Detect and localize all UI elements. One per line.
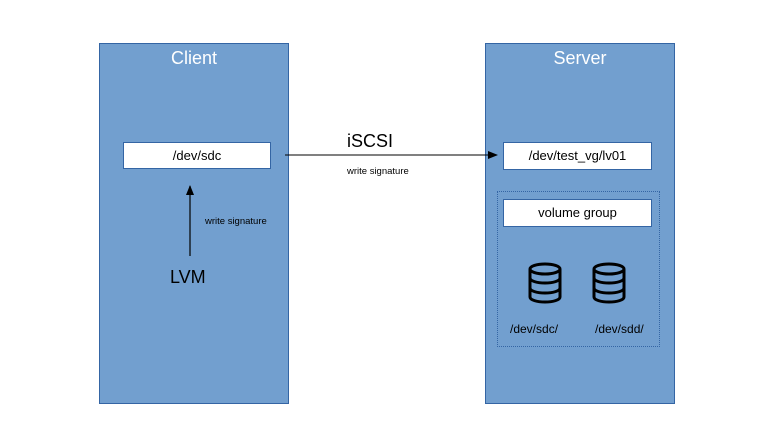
volume-group-label: volume group: [538, 205, 617, 220]
database-icon: [528, 262, 562, 304]
iscsi-label: iSCSI: [347, 131, 394, 151]
lvm-label: LVM: [170, 267, 206, 287]
server-title: Server: [553, 48, 607, 68]
server-device-box: /dev/test_vg/lv01: [503, 142, 652, 170]
client-device-label: /dev/sdc: [172, 148, 222, 163]
disk-label-sdd: /dev/sdd/: [595, 322, 644, 336]
client-device-box: /dev/sdc: [123, 142, 271, 169]
volume-group-box: volume group: [503, 199, 652, 227]
disk-label-sdc: /dev/sdc/: [510, 322, 559, 336]
volume-group-container: [497, 191, 660, 347]
client-title: Client: [170, 48, 218, 68]
server-device-label: /dev/test_vg/lv01: [528, 148, 627, 163]
lvm-arrow-label: write signature: [205, 216, 267, 227]
iscsi-sublabel: write signature: [347, 166, 409, 177]
database-icon: [592, 262, 626, 304]
client-panel: Client: [99, 43, 289, 404]
